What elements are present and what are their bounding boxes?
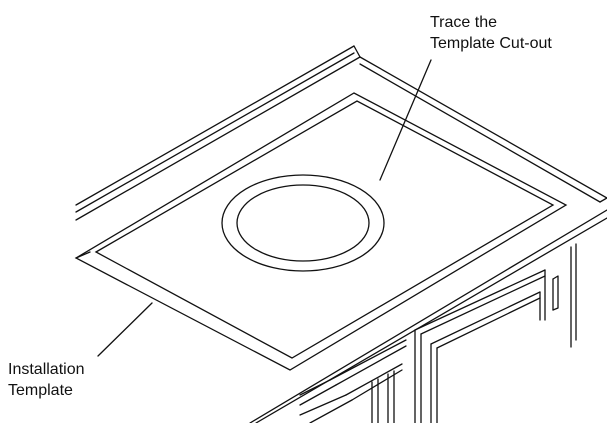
cabinet-right-side <box>552 243 577 348</box>
cutout-callout-label: Trace the Template Cut-out <box>430 12 552 54</box>
cabinet-lower-edges <box>299 379 353 423</box>
cutout-callout-line2: Template Cut-out <box>430 35 552 52</box>
cabinet-door-left <box>329 339 407 423</box>
template-callout-line2: Template <box>8 382 73 399</box>
countertop-back-edge <box>75 45 361 221</box>
cabinet-door-right <box>414 269 546 423</box>
installation-template-sheet <box>74 92 568 371</box>
template-callout-line1: Installation <box>8 361 85 378</box>
countertop-front-edge <box>249 197 607 423</box>
cutout-callout-line1: Trace the <box>430 14 497 31</box>
cutout-leader-line <box>379 59 432 181</box>
template-leader-line <box>97 302 153 357</box>
template-callout-label: Installation Template <box>8 359 85 401</box>
template-cutout-ring <box>221 174 385 272</box>
